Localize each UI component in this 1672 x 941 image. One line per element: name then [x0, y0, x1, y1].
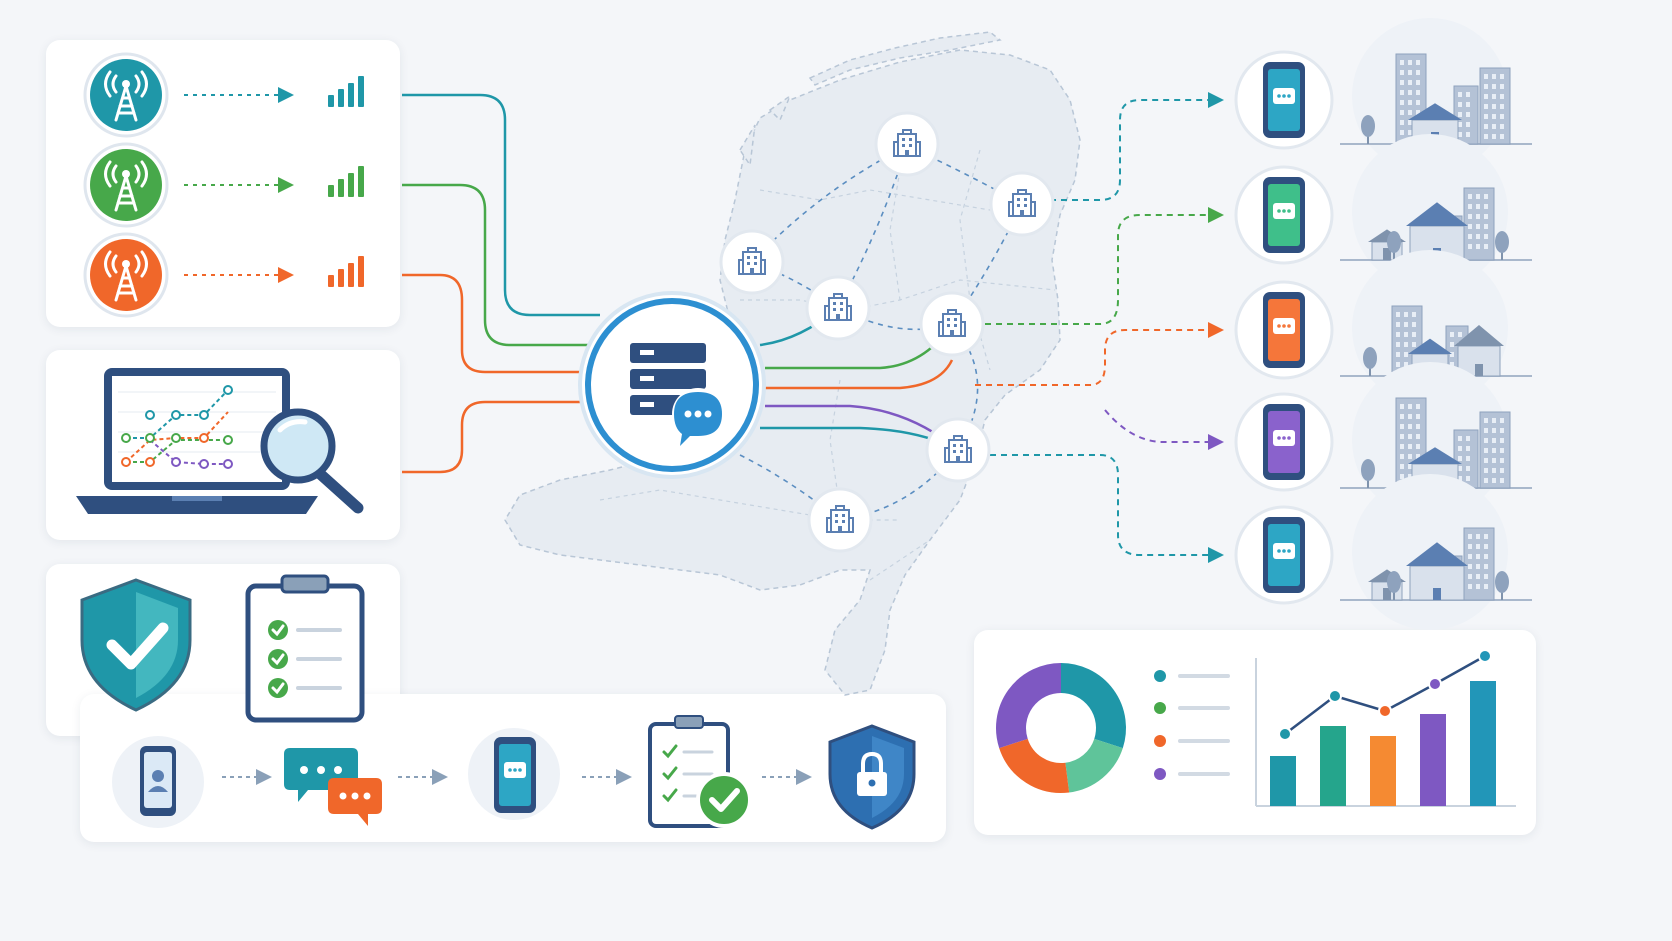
tower-row-teal: [83, 52, 364, 138]
smartphone-chat-icon: [1234, 280, 1334, 380]
signal-bars-icon: [328, 256, 364, 287]
city-skyline-icon: [1340, 362, 1532, 518]
donut-slice: [996, 663, 1062, 749]
phone-message-icon: [468, 728, 560, 820]
tower-row-green: [83, 142, 364, 228]
trend-point: [1478, 649, 1492, 663]
server-chat-icon: [578, 291, 766, 479]
donut-slice: [1064, 738, 1123, 793]
bar: [1470, 681, 1496, 806]
clipboard-checklist-icon: [245, 574, 365, 723]
building-icon: [805, 275, 871, 341]
smartphone-chat-icon: [1234, 50, 1334, 150]
bar: [1370, 736, 1396, 806]
smartphone-chat-icon: [1234, 505, 1334, 605]
donut-slice: [1060, 663, 1126, 749]
shield-check-icon: [80, 578, 192, 712]
building-icon: [919, 291, 985, 357]
signal-bars-icon: [328, 166, 364, 197]
building-icon: [719, 229, 785, 295]
bar: [1270, 756, 1296, 806]
trend-point: [1328, 689, 1342, 703]
trend-point: [1378, 704, 1392, 718]
city-skyline-icon: [1340, 474, 1532, 630]
legend-list: [1154, 670, 1230, 780]
smartphone-chat-icon: [1234, 165, 1334, 265]
magnifier-icon: [260, 408, 364, 514]
phone-connections: [975, 92, 1224, 563]
city-skyline-icon: [1340, 134, 1532, 290]
chat-bubbles-icon: [284, 748, 382, 826]
bar: [1320, 726, 1346, 806]
tower-row-orange: [83, 232, 364, 318]
smartphone-chat-icon: [1234, 392, 1334, 492]
bar: [1420, 714, 1446, 806]
signal-bars-icon: [328, 76, 364, 107]
building-icon: [989, 171, 1055, 237]
building-icon: [874, 111, 940, 177]
city-skyline-icon: [1340, 18, 1532, 174]
trend-line: [1284, 654, 1486, 735]
city-nodes: [719, 111, 1055, 553]
donut-slice: [999, 738, 1070, 793]
input-connections: [402, 93, 600, 474]
trend-point: [1428, 677, 1442, 691]
building-icon: [807, 487, 873, 553]
recipient-phones: [1234, 50, 1334, 605]
laptop-chart-icon: [76, 368, 318, 514]
donut-chart: [996, 663, 1126, 793]
phone-user-icon: [112, 736, 204, 828]
city-scenes: [1340, 18, 1532, 630]
trend-point: [1278, 727, 1292, 741]
clipboard-approved-icon: [648, 715, 752, 828]
shield-lock-icon: [828, 724, 916, 830]
building-icon: [925, 417, 991, 483]
bar-line-chart: [1270, 649, 1496, 806]
